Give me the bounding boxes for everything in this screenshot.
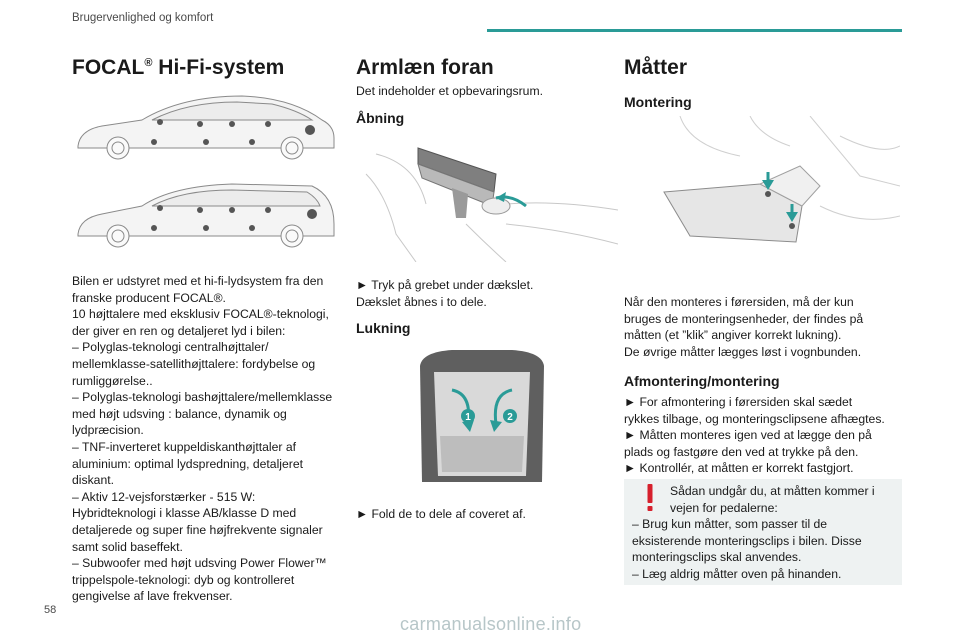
car-speaker-diagram bbox=[72, 86, 340, 262]
closing-step: ► Fold de to dele af coveret af. bbox=[356, 507, 526, 521]
page-number: 58 bbox=[44, 604, 57, 616]
armrest-intro: Det indeholder et opbevaringsrum. bbox=[356, 84, 543, 98]
demount-heading: Afmontering/montering bbox=[624, 373, 780, 389]
opening-heading: Åbning bbox=[356, 110, 405, 126]
step-badge-2: 2 bbox=[507, 412, 513, 423]
floor-mat-illustration bbox=[660, 115, 901, 246]
armrest-close-illustration: 1 2 bbox=[412, 346, 552, 486]
focal-title: FOCAL® Hi-Fi-system bbox=[72, 56, 285, 79]
closing-heading: Lukning bbox=[356, 320, 411, 336]
section-header: Brugervenlighed og komfort bbox=[72, 12, 214, 24]
mounting-description: Når den monteres i førersiden, må der ku… bbox=[624, 295, 864, 359]
armrest-open-illustration bbox=[356, 134, 619, 263]
warning-icon bbox=[645, 484, 655, 512]
mounting-heading: Montering bbox=[624, 94, 692, 110]
mats-title: Måtter bbox=[624, 56, 688, 79]
demount-steps: ► For afmontering i førersiden skal sæde… bbox=[624, 395, 885, 476]
header-accent-bar bbox=[487, 29, 902, 32]
step-badge-1: 1 bbox=[465, 412, 471, 423]
armrest-title: Armlæn foran bbox=[356, 56, 494, 79]
warning-box bbox=[624, 479, 902, 585]
focal-description: Bilen er udstyret med et hi-fi-lydsystem… bbox=[72, 274, 333, 604]
watermark: carmanualsonline.info bbox=[400, 614, 582, 634]
opening-step: ► Tryk på grebet under dækslet. Dækslet … bbox=[356, 278, 534, 309]
warning-text-head: Sådan undgår du, at måtten kommer i veje… bbox=[670, 484, 875, 515]
